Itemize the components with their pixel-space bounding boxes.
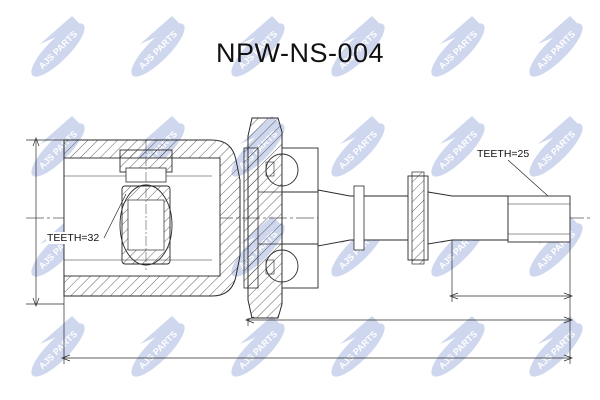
- ajs-parts-watermark: AJS PARTS: [529, 316, 583, 377]
- ajs-parts-watermark: AJS PARTS: [431, 316, 485, 377]
- ajs-parts-watermark: AJS PARTS: [31, 316, 85, 377]
- ajs-parts-watermark: AJS PARTS: [231, 316, 285, 377]
- outer-spline-teeth-label: TEETH=25: [476, 148, 531, 160]
- ajs-parts-watermark: AJS PARTS: [331, 16, 385, 77]
- inner-spline-teeth-label: TEETH=32: [46, 232, 101, 244]
- tripod-spider: [119, 140, 173, 270]
- ajs-parts-watermark: AJS PARTS: [131, 316, 185, 377]
- drive-shaft: [317, 171, 571, 265]
- ajs-parts-watermark: AJS PARTS: [331, 116, 385, 177]
- ajs-parts-watermark: AJS PARTS: [331, 316, 385, 377]
- bearing-flange: [243, 117, 320, 319]
- ajs-parts-watermark: AJS PARTS: [529, 116, 583, 177]
- dimension-lines: [26, 137, 573, 364]
- part-number-title: NPW-NS-004: [215, 38, 385, 68]
